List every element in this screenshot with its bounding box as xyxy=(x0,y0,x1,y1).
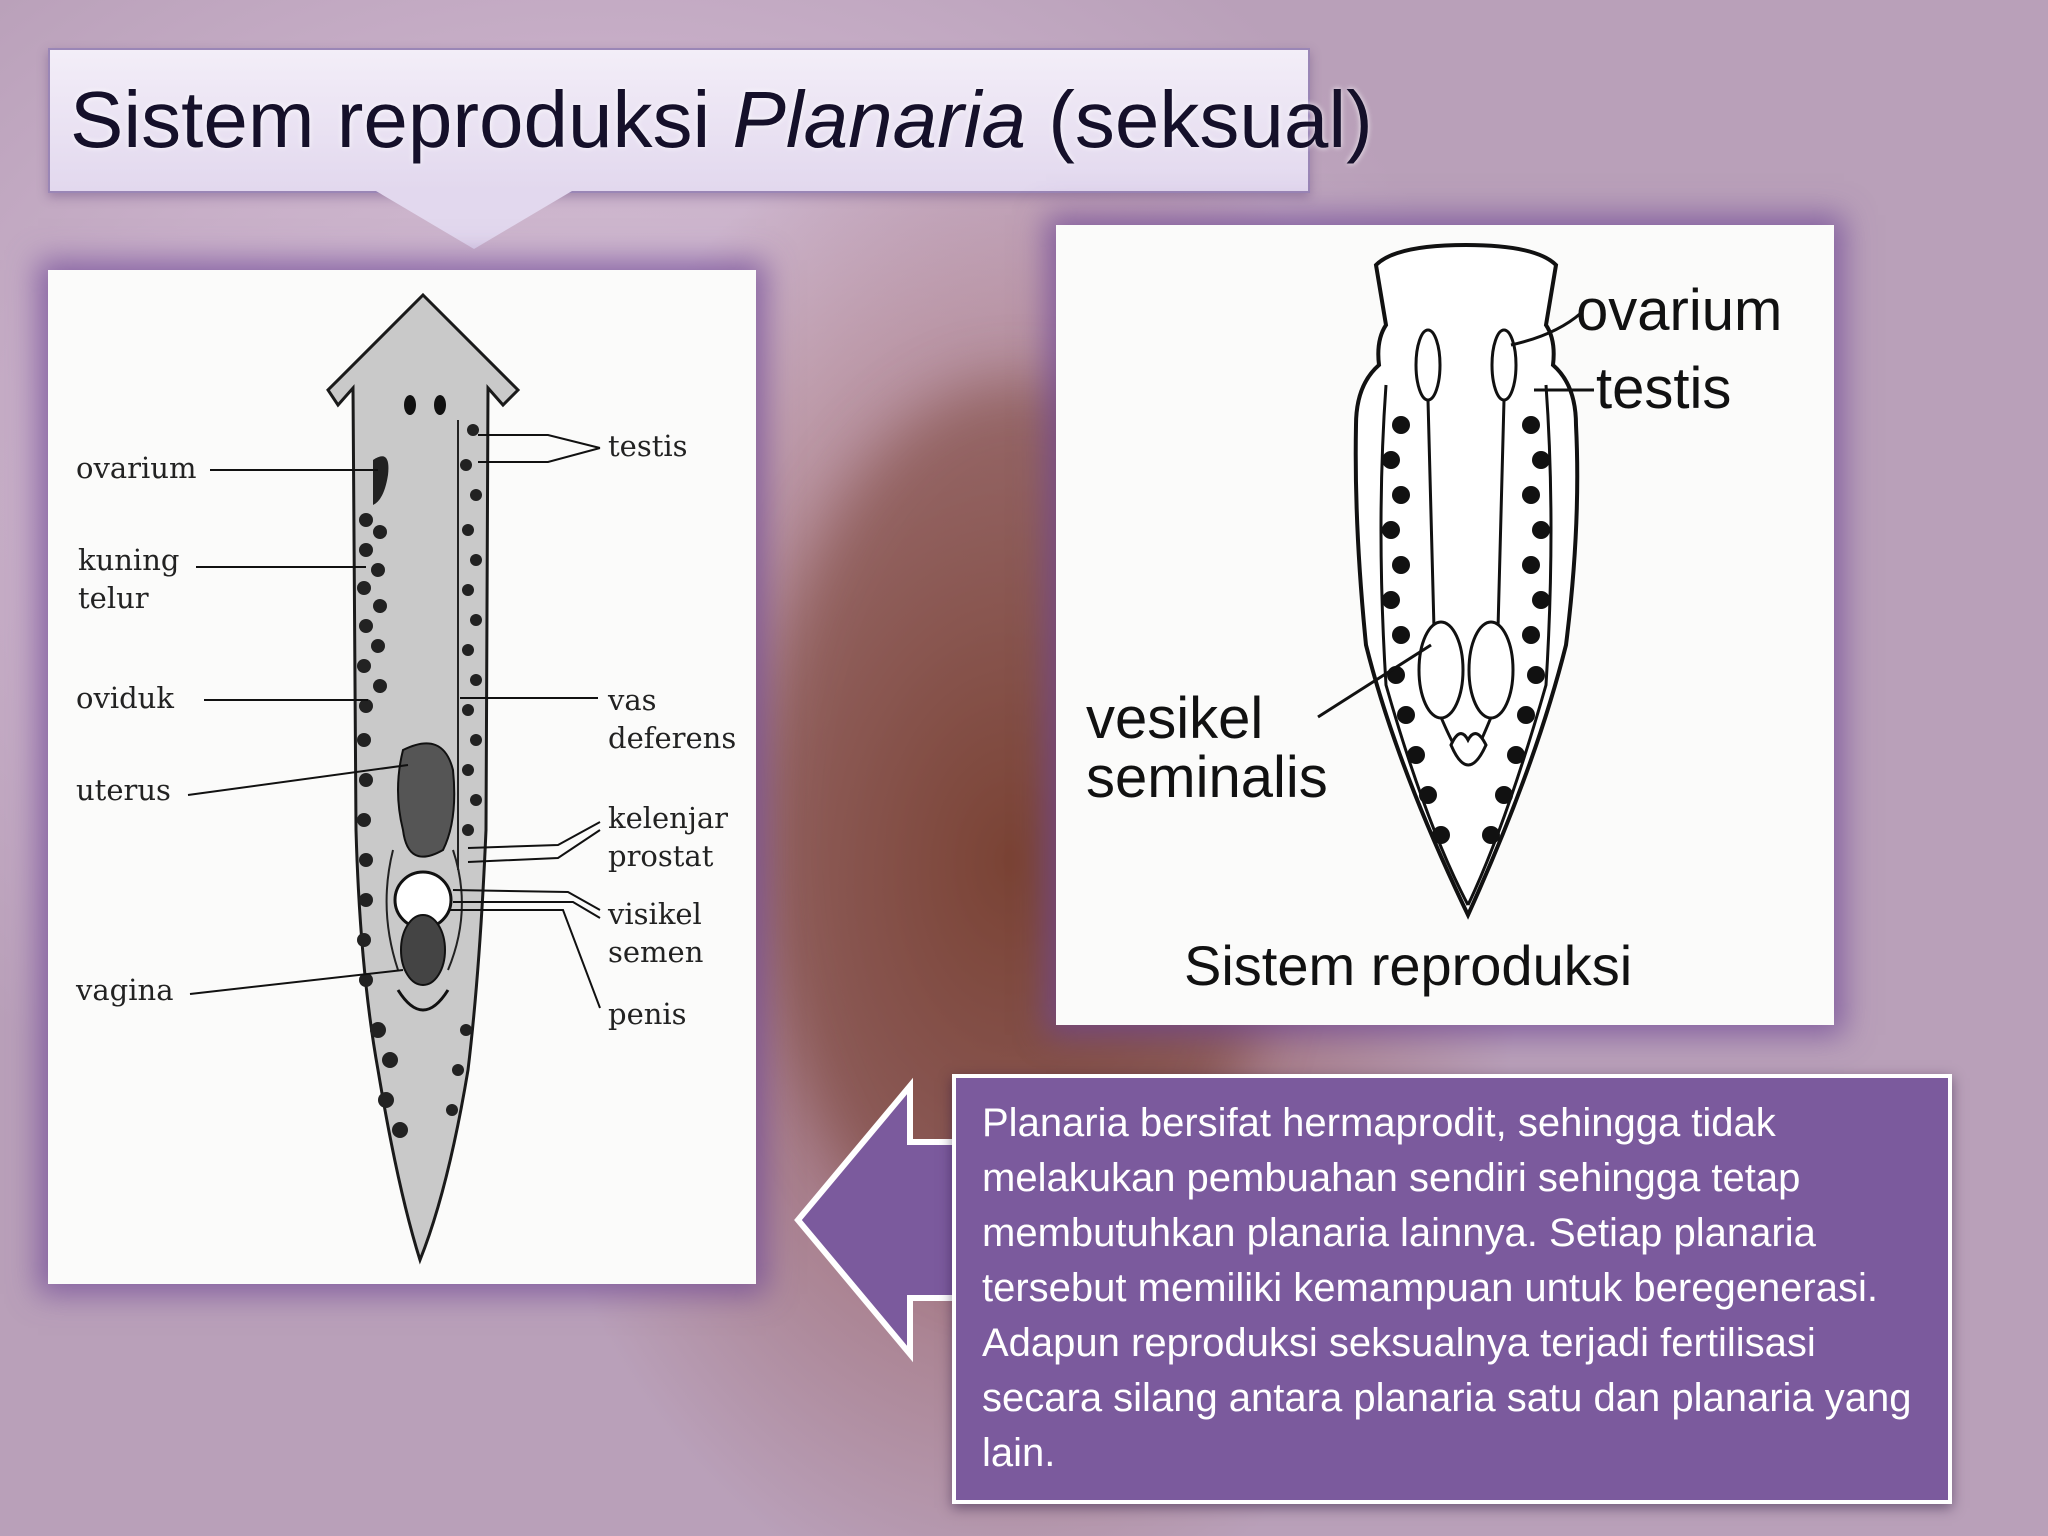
label-visikel: visikel xyxy=(607,897,702,931)
label-ovarium: ovarium xyxy=(1576,278,1782,343)
label-testis: testis xyxy=(608,429,688,463)
label-seminalis: seminalis xyxy=(1086,745,1328,810)
label-kuning: kuning xyxy=(78,543,179,577)
label-kelenjar: kelenjar xyxy=(608,801,728,835)
label-vas: vas xyxy=(607,683,657,717)
ovary-shape xyxy=(373,456,389,505)
uterus-shape xyxy=(397,742,456,858)
label-uterus: uterus xyxy=(76,773,171,807)
label-vagina: vagina xyxy=(75,973,173,1007)
eye-right xyxy=(434,395,446,415)
figure-caption: Sistem reproduksi xyxy=(1184,934,1632,997)
page-title: Sistem reproduksi Planaria (seksual) xyxy=(70,75,1373,164)
title-callout-tail xyxy=(376,191,572,249)
label-prostat: prostat xyxy=(608,839,714,873)
planaria-diagram-simple: ovarium testis vesikel seminalis Sistem … xyxy=(1056,225,1834,1025)
yolk-glands xyxy=(357,513,408,1138)
label-ovarium: ovarium xyxy=(76,451,196,485)
title-callout: Sistem reproduksi Planaria (seksual) xyxy=(48,48,1373,193)
testes xyxy=(446,424,482,1116)
testes-dots xyxy=(1382,416,1550,844)
label-testis: testis xyxy=(1596,356,1731,421)
seminal-vesicle-right xyxy=(1467,620,1515,720)
description-panel: Planaria bersifat hermaprodit, sehingga … xyxy=(952,1074,1952,1504)
label-vesikel: vesikel xyxy=(1086,686,1263,751)
label-oviduk: oviduk xyxy=(76,681,174,715)
seminal-vesicle-left xyxy=(1417,620,1465,720)
seminal-vesicle xyxy=(400,914,446,986)
label-penis: penis xyxy=(608,997,687,1031)
label-telur: telur xyxy=(78,581,149,615)
planaria-body-outline xyxy=(1353,242,1580,920)
planaria-diagram-detailed: ovarium kuning telur oviduk uterus vagin… xyxy=(48,270,756,1284)
eye-left xyxy=(404,395,416,415)
label-deferens: deferens xyxy=(608,721,736,755)
label-semen: semen xyxy=(608,935,703,969)
description-text: Planaria bersifat hermaprodit, sehingga … xyxy=(982,1101,1912,1475)
